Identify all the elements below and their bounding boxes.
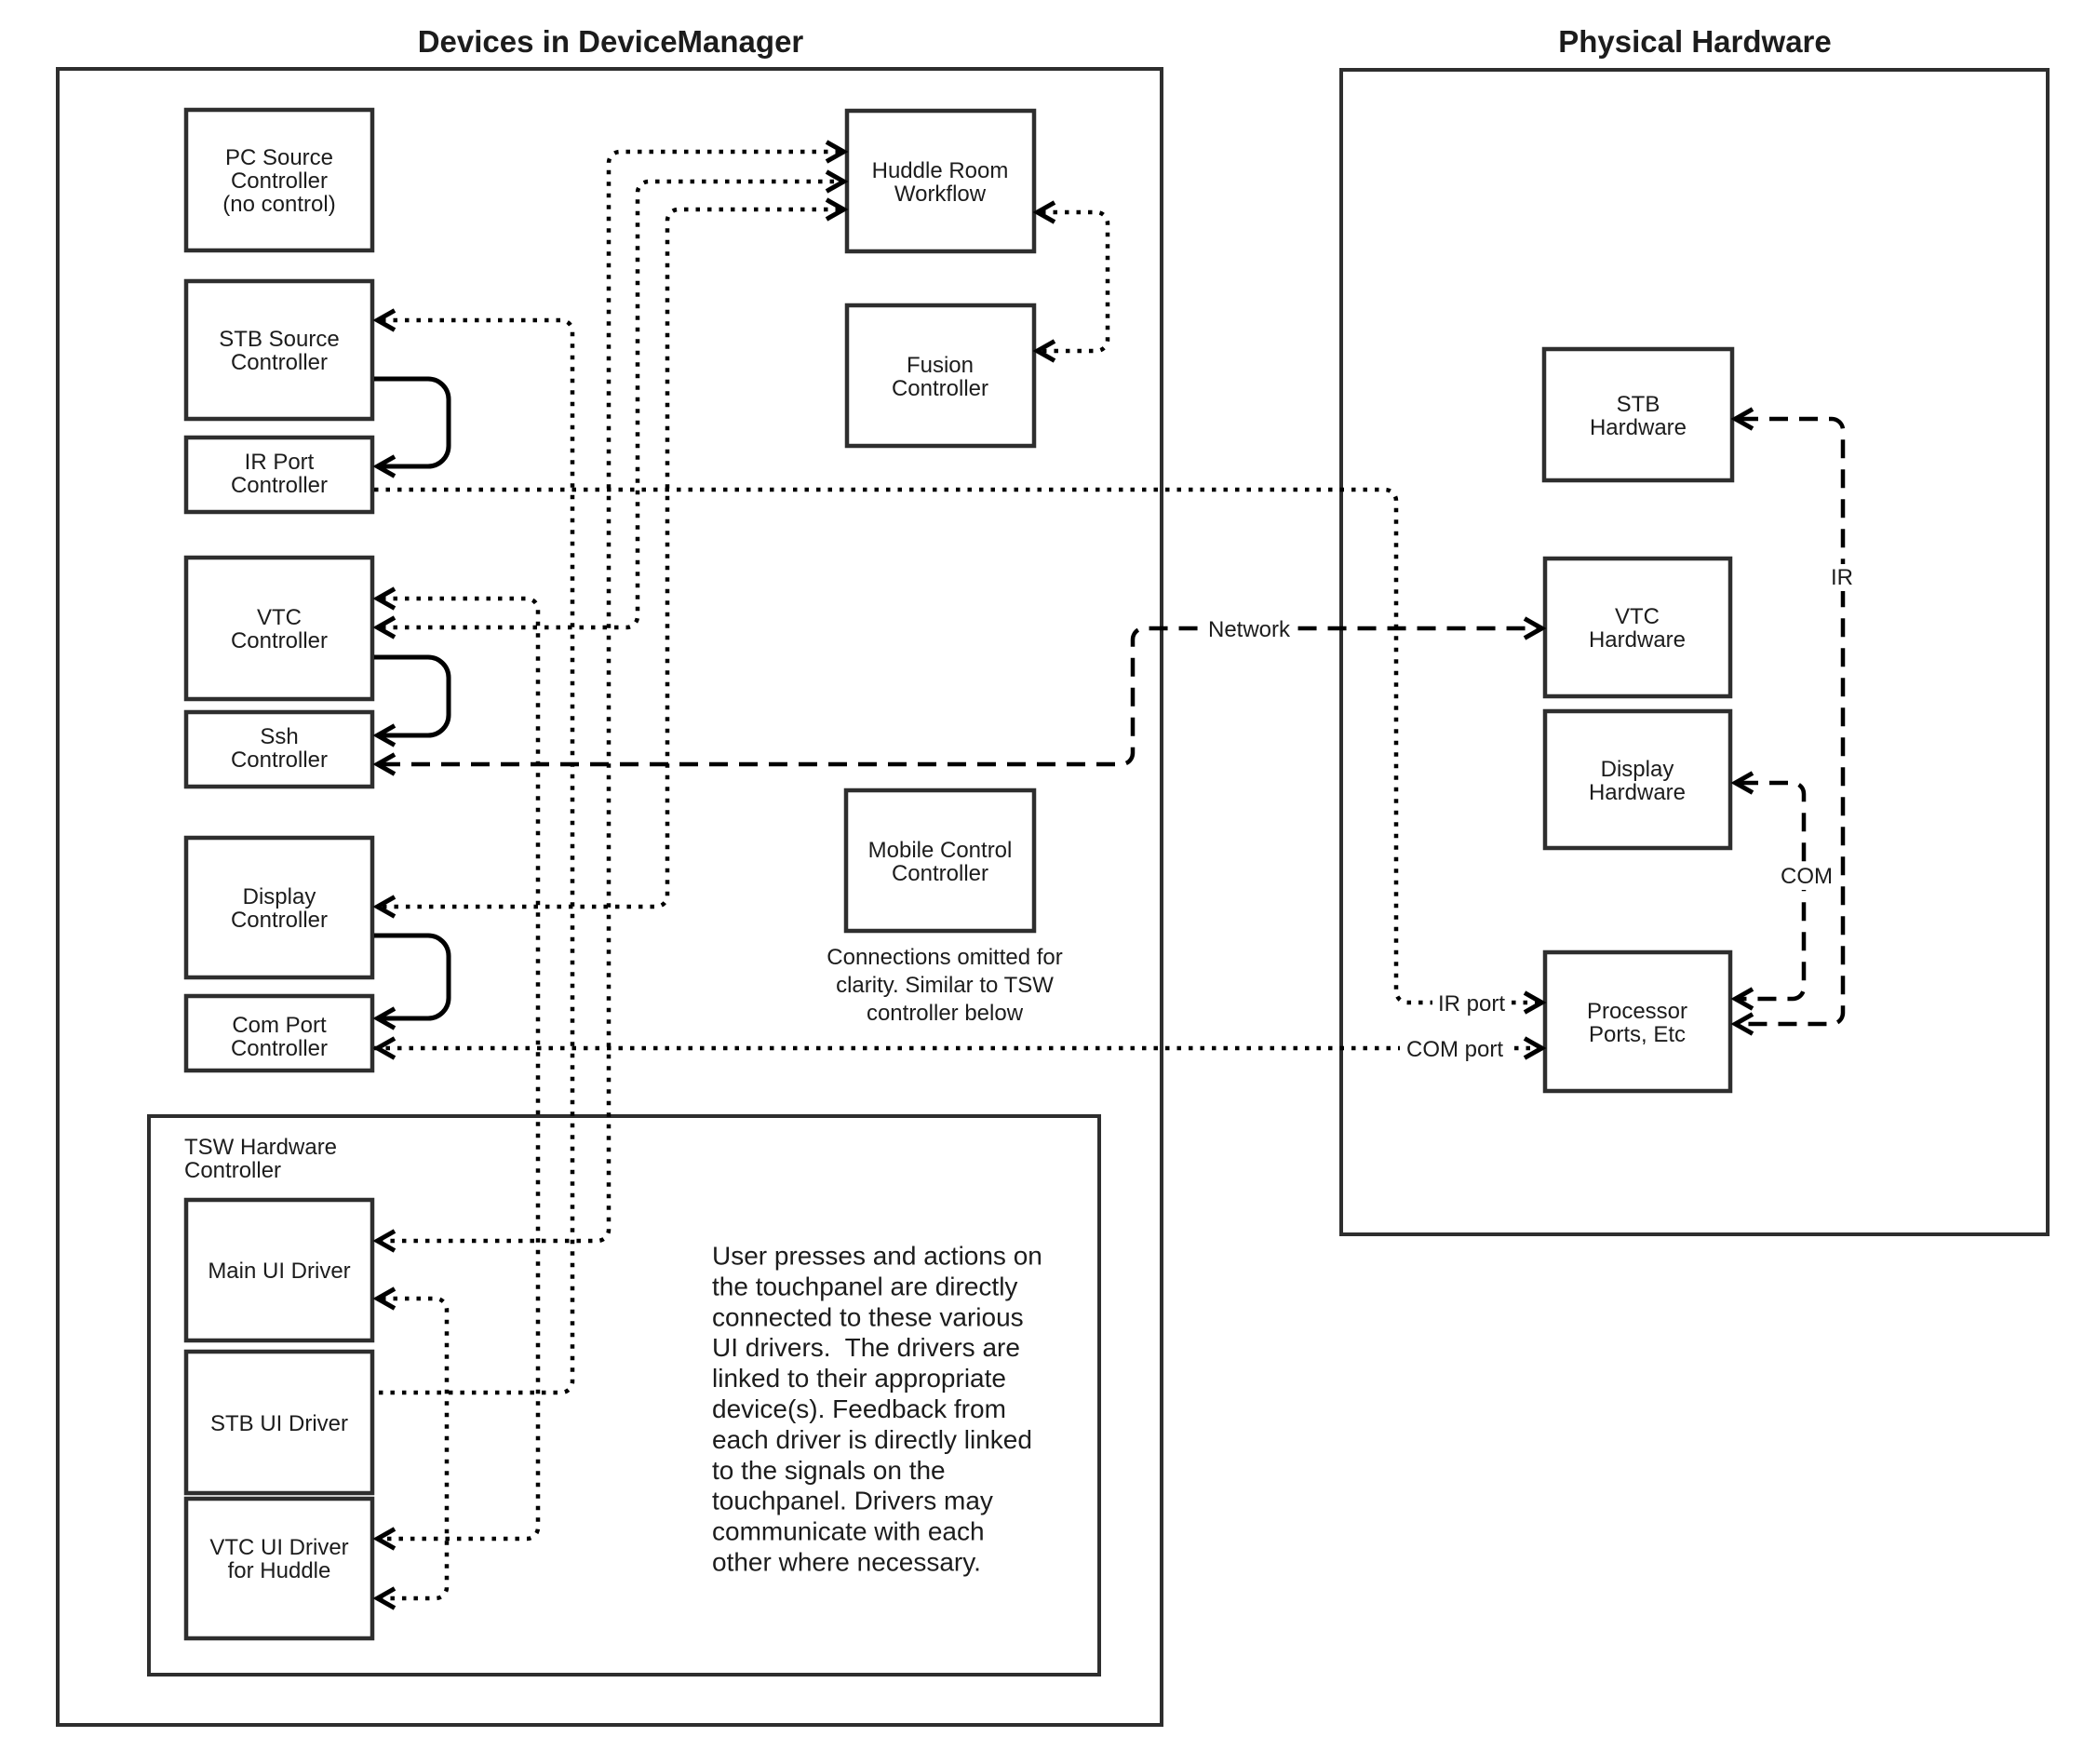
svg-text:Controller: Controller [231, 628, 328, 653]
svg-text:COM port: COM port [1406, 1037, 1503, 1062]
svg-text:Controller: Controller [231, 350, 328, 375]
svg-text:TSW Hardware: TSW Hardware [184, 1135, 337, 1160]
svg-text:Controller: Controller [892, 861, 988, 886]
svg-text:IR port: IR port [1438, 991, 1505, 1017]
svg-text:Fusion: Fusion [907, 353, 974, 378]
svg-text:Ssh: Ssh [260, 724, 298, 749]
svg-text:for Huddle: for Huddle [228, 1558, 331, 1583]
svg-text:Mobile Control: Mobile Control [868, 838, 1013, 863]
svg-text:Devices in DeviceManager: Devices in DeviceManager [418, 24, 804, 59]
svg-text:Controller: Controller [231, 473, 328, 498]
svg-text:Network: Network [1208, 617, 1291, 642]
svg-text:Hardware: Hardware [1589, 627, 1686, 653]
svg-text:Hardware: Hardware [1590, 415, 1687, 440]
svg-text:connected to these various: connected to these various [712, 1302, 1024, 1331]
svg-text:PC Source: PC Source [225, 145, 333, 170]
svg-text:Hardware: Hardware [1589, 780, 1686, 805]
svg-text:Controller: Controller [231, 1036, 328, 1061]
svg-text:STB UI Driver: STB UI Driver [210, 1411, 348, 1436]
svg-text:IR: IR [1831, 565, 1853, 590]
svg-text:Controller: Controller [184, 1158, 281, 1183]
svg-text:each driver is directly linked: each driver is directly linked [712, 1425, 1032, 1454]
svg-text:COM: COM [1781, 864, 1833, 889]
svg-text:controller below: controller below [867, 1001, 1024, 1026]
svg-text:Com Port: Com Port [232, 1013, 327, 1038]
svg-text:VTC UI Driver: VTC UI Driver [209, 1535, 348, 1560]
svg-text:linked to their appropriate: linked to their appropriate [712, 1364, 1006, 1393]
svg-text:device(s). Feedback from: device(s). Feedback from [712, 1394, 1006, 1423]
svg-text:Huddle Room: Huddle Room [872, 158, 1009, 183]
svg-text:Controller: Controller [231, 908, 328, 933]
svg-text:clarity. Similar to TSW: clarity. Similar to TSW [836, 973, 1054, 998]
svg-text:UI drivers. The drivers are: UI drivers. The drivers are [712, 1333, 1020, 1362]
svg-text:Controller: Controller [892, 376, 988, 401]
svg-text:(no control): (no control) [222, 192, 335, 217]
svg-text:User presses and actions on: User presses and actions on [712, 1242, 1042, 1271]
svg-text:Physical Hardware: Physical Hardware [1558, 24, 1832, 59]
svg-text:communicate with each: communicate with each [712, 1517, 985, 1546]
svg-text:IR Port: IR Port [245, 450, 315, 475]
svg-text:Ports, Etc: Ports, Etc [1589, 1022, 1686, 1047]
svg-text:Display: Display [1601, 757, 1674, 782]
svg-text:Workflow: Workflow [894, 182, 987, 207]
svg-text:other where necessary.: other where necessary. [712, 1548, 981, 1577]
svg-text:to the signals on the: to the signals on the [712, 1456, 946, 1485]
svg-text:Connections omitted for: Connections omitted for [827, 945, 1062, 970]
svg-text:STB: STB [1617, 392, 1660, 417]
svg-text:touchpanel. Drivers may: touchpanel. Drivers may [712, 1487, 993, 1515]
svg-text:VTC: VTC [257, 605, 302, 630]
svg-text:STB Source: STB Source [219, 327, 339, 352]
svg-text:VTC: VTC [1615, 604, 1660, 629]
svg-text:Main UI Driver: Main UI Driver [208, 1259, 350, 1284]
svg-text:Controller: Controller [231, 168, 328, 194]
svg-text:Display: Display [243, 884, 316, 909]
svg-text:the touchpanel are directly: the touchpanel are directly [712, 1272, 1017, 1300]
svg-text:Processor: Processor [1587, 999, 1687, 1024]
svg-text:Controller: Controller [231, 747, 328, 773]
